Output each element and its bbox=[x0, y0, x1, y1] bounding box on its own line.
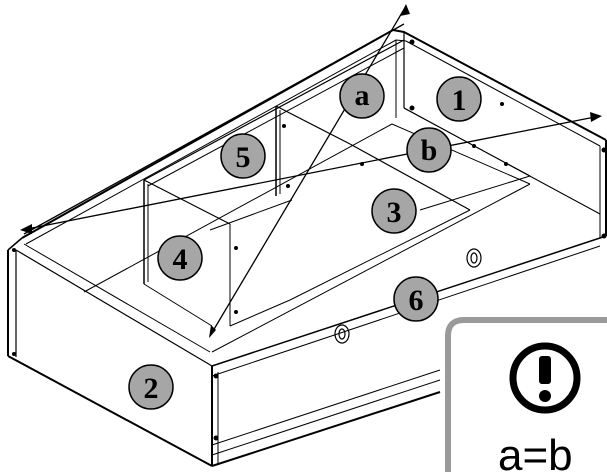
part-badge-2: 2 bbox=[128, 364, 174, 410]
diagonal-b-line bbox=[20, 112, 602, 234]
part-badge-3: 3 bbox=[371, 188, 417, 234]
part-label-1: 1 bbox=[452, 84, 467, 117]
part-label-6: 6 bbox=[409, 284, 424, 317]
screw-holes bbox=[12, 39, 607, 441]
drawer-knob bbox=[466, 248, 482, 268]
diagonal-label-a: a bbox=[355, 79, 370, 112]
exclamation-icon bbox=[509, 342, 581, 414]
note-box: a=b bbox=[445, 317, 607, 472]
diagonal-a-line bbox=[209, 4, 410, 338]
diagonal-a-line-2 bbox=[23, 23, 405, 235]
diagonal-label-b: b bbox=[421, 134, 438, 167]
part-badge-6: 6 bbox=[393, 276, 439, 322]
note-text: a=b bbox=[498, 431, 573, 472]
part-badge-1: 1 bbox=[436, 76, 482, 122]
part-label-3: 3 bbox=[387, 196, 402, 229]
drawer-box bbox=[7, 29, 607, 467]
part-badge-4: 4 bbox=[157, 235, 203, 281]
diagonal-badge-b: b bbox=[406, 127, 452, 173]
drawer-knob bbox=[334, 324, 350, 344]
part-label-5: 5 bbox=[236, 141, 251, 174]
part-label-4: 4 bbox=[173, 243, 188, 276]
part-badge-5: 5 bbox=[220, 133, 266, 179]
diagonal-badge-a: a bbox=[339, 73, 385, 119]
part-label-2: 2 bbox=[144, 372, 159, 405]
